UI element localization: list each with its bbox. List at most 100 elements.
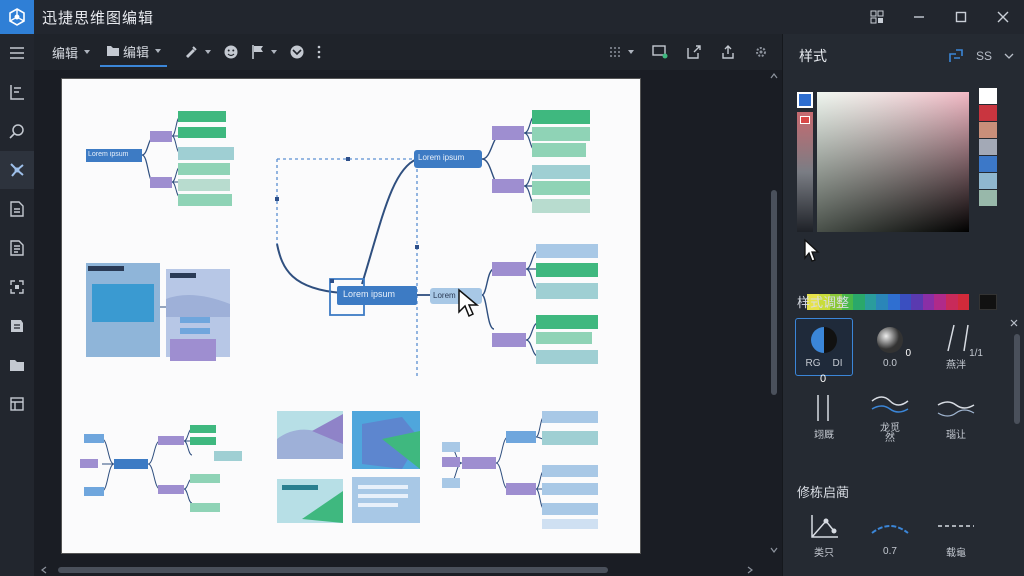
- export-share-button[interactable]: [714, 39, 742, 65]
- recent-color-swatch[interactable]: [979, 105, 997, 121]
- folder-icon: [107, 46, 120, 56]
- hue-color-swatch[interactable]: [922, 294, 935, 310]
- style-item-label: 燕泮: [946, 360, 966, 371]
- hue-color-swatch[interactable]: [818, 294, 831, 310]
- hue-color-swatch[interactable]: [957, 294, 970, 310]
- chevron-left-icon[interactable]: [40, 566, 48, 574]
- present-button[interactable]: [646, 39, 674, 65]
- emoji-button[interactable]: [217, 39, 245, 65]
- structure-icon[interactable]: [948, 48, 964, 64]
- stroke-lines-icon: [947, 324, 969, 352]
- style-item-label: 龙觅: [880, 422, 900, 434]
- hue-color-swatch[interactable]: [911, 294, 923, 310]
- hue-color-swatch[interactable]: [830, 294, 842, 310]
- main-toolbar: 编辑 编辑: [34, 34, 782, 70]
- line-style-dashed-option[interactable]: 载龜: [927, 506, 985, 564]
- folder-icon[interactable]: [0, 346, 34, 384]
- panel-header: 样式 SS: [783, 34, 1024, 78]
- recent-color-swatch[interactable]: [979, 139, 997, 155]
- edit-tab[interactable]: 编辑: [100, 37, 168, 67]
- title-bar: 迅捷思维图编辑: [0, 0, 1024, 34]
- current-color-swatch[interactable]: [797, 92, 813, 108]
- chevron-down-icon: [205, 50, 212, 54]
- recent-color-swatch[interactable]: [979, 88, 997, 104]
- recent-color-swatch[interactable]: [979, 173, 997, 189]
- style-gradient-option[interactable]: 0.0 0: [861, 318, 919, 376]
- vertical-scroll-thumb[interactable]: [771, 190, 777, 395]
- export-icon[interactable]: [0, 268, 34, 306]
- topic-right-top-label[interactable]: Lorem ipsum: [418, 153, 465, 162]
- hue-color-swatch[interactable]: [841, 294, 854, 310]
- paint-tool-button[interactable]: [177, 39, 217, 65]
- chevron-down-icon[interactable]: [1004, 52, 1014, 60]
- line-style-curve-option[interactable]: 0.7: [861, 506, 919, 564]
- color-picker[interactable]: [795, 88, 1005, 310]
- search-icon[interactable]: [0, 112, 34, 150]
- wave-lines-icon: [871, 395, 909, 413]
- style-item-corner: 0: [820, 373, 827, 385]
- hue-color-swatch[interactable]: [876, 294, 889, 310]
- flag-button[interactable]: [245, 39, 283, 65]
- hue-color-swatch[interactable]: [853, 294, 865, 310]
- alpha-slider-handle[interactable]: [800, 116, 810, 124]
- edit-menu[interactable]: 编辑: [46, 39, 96, 65]
- page-icon[interactable]: [0, 190, 34, 228]
- black-color-swatch[interactable]: [979, 294, 997, 310]
- chevron-down-icon[interactable]: [770, 546, 778, 554]
- hue-color-swatch[interactable]: [934, 294, 946, 310]
- chevron-up-icon[interactable]: [770, 72, 778, 80]
- topic-right-mid-label[interactable]: Lorem: [433, 291, 456, 300]
- topic-left-top-label[interactable]: Lorem ipsum: [88, 151, 129, 158]
- layout-toggle-icon[interactable]: [856, 0, 898, 34]
- maximize-button[interactable]: [940, 0, 982, 34]
- notes-icon[interactable]: [0, 307, 34, 345]
- mouse-cursor-icon: [458, 288, 480, 318]
- hue-strip[interactable]: [807, 294, 970, 310]
- gear-icon: [756, 47, 766, 57]
- hue-color-swatch[interactable]: [807, 294, 819, 310]
- close-button[interactable]: [982, 0, 1024, 34]
- settings-button[interactable]: [748, 39, 774, 65]
- chevron-right-icon[interactable]: [746, 566, 754, 574]
- menu-icon[interactable]: [0, 34, 34, 72]
- theme-icon: [290, 45, 304, 59]
- recent-color-swatch[interactable]: [979, 156, 997, 172]
- chevron-down-icon: [155, 49, 162, 53]
- panel-scrollbar[interactable]: [1014, 334, 1020, 424]
- share-button[interactable]: [680, 39, 708, 65]
- mindmap-page[interactable]: Lorem ipsum Lorem ipsum Lorem Lorem ipsu…: [61, 78, 641, 554]
- panel-title: 样式: [799, 48, 827, 64]
- hue-color-swatch[interactable]: [945, 294, 958, 310]
- panel-header-badge[interactable]: SS: [975, 49, 992, 63]
- hue-color-swatch[interactable]: [864, 294, 877, 310]
- style-curve-option[interactable]: 瑙让: [927, 388, 985, 446]
- more-button[interactable]: [311, 39, 327, 65]
- mindmap-icon[interactable]: [0, 151, 34, 189]
- line-style-node-option[interactable]: 类只: [795, 506, 853, 564]
- style-border-option[interactable]: 翊厩: [795, 388, 853, 446]
- canvas-area[interactable]: Lorem ipsum Lorem ipsum Lorem Lorem ipsu…: [34, 70, 782, 576]
- document-icon[interactable]: [0, 229, 34, 267]
- style-wave-option[interactable]: 龙觅然: [861, 388, 919, 446]
- chevron-down-icon: [628, 50, 634, 54]
- hue-color-swatch[interactable]: [899, 294, 912, 310]
- style-item-label: 瑙让: [946, 430, 966, 441]
- minimize-button[interactable]: [898, 0, 940, 34]
- vertical-scrollbar[interactable]: [770, 70, 778, 560]
- theme-button[interactable]: [283, 39, 311, 65]
- alpha-slider[interactable]: [797, 112, 813, 232]
- horizontal-scroll-thumb[interactable]: [58, 567, 608, 573]
- template-icon[interactable]: [0, 385, 34, 423]
- central-topic-label[interactable]: Lorem ipsum: [343, 289, 396, 299]
- grid-button[interactable]: [602, 39, 640, 65]
- style-stroke-option[interactable]: 燕泮 1/1: [927, 318, 985, 376]
- recent-color-swatch[interactable]: [979, 122, 997, 138]
- saturation-box[interactable]: [817, 92, 969, 232]
- close-icon[interactable]: [1010, 319, 1018, 327]
- recent-color-swatch[interactable]: [979, 190, 997, 206]
- horizontal-scrollbar[interactable]: [34, 564, 782, 576]
- hue-color-swatch[interactable]: [888, 294, 900, 310]
- outline-icon[interactable]: [0, 73, 34, 111]
